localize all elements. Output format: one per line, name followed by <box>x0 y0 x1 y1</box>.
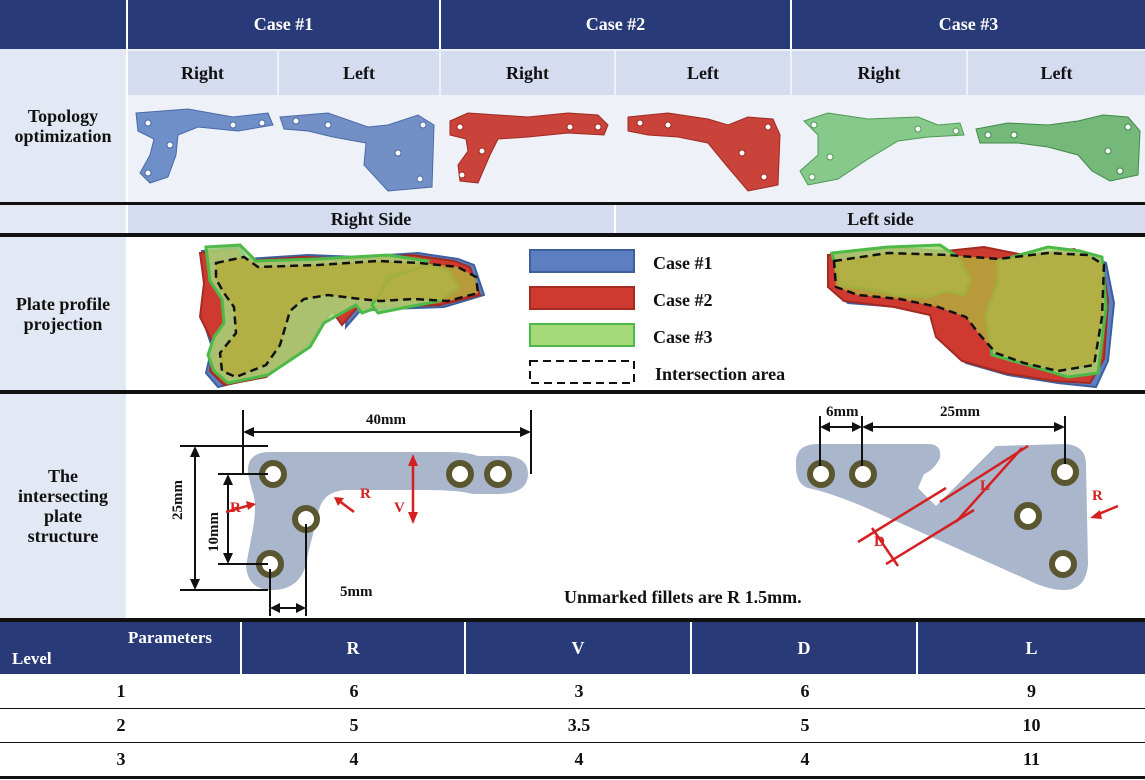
side-left-2: Left <box>616 51 790 95</box>
case3-left-topology <box>975 114 1141 182</box>
case1-right-topology <box>135 108 274 184</box>
dim-40mm: 40mm <box>366 412 406 428</box>
side-right-2: Right <box>441 51 614 95</box>
left-side-header: Left side <box>616 205 1145 233</box>
dim-5mm: 5mm <box>340 584 373 600</box>
legend-label-case3: Case #3 <box>653 327 713 347</box>
col-header-v: V <box>466 622 690 674</box>
value-l: 11 <box>1022 748 1040 769</box>
divider <box>240 622 242 674</box>
side-right-1: Right <box>128 51 277 95</box>
value-d: 6 <box>800 680 810 701</box>
side-left-3: Left <box>968 51 1145 95</box>
table-corner-diagonal <box>0 622 240 674</box>
case-3-header: Case #3 <box>792 0 1145 49</box>
table-row: 2 5 3.5 5 10 <box>0 708 1145 743</box>
profile-projection <box>198 243 1116 389</box>
value-v: 3 <box>574 680 584 701</box>
col-header-d: D <box>692 622 916 674</box>
legend-swatch-case1 <box>529 249 635 273</box>
value-l: 10 <box>1022 714 1041 735</box>
col-header-r: R <box>242 622 464 674</box>
left-projection <box>827 243 1116 389</box>
sidebar-blank <box>0 205 126 233</box>
right-plate <box>796 416 1119 590</box>
value-r: 6 <box>349 680 359 701</box>
rule <box>0 202 1145 205</box>
level-cell: 1 <box>116 680 126 701</box>
table-corner-parameters: Parameters <box>128 628 213 647</box>
legend-label-case2: Case #2 <box>653 290 713 310</box>
projection-legend <box>529 249 635 384</box>
rule <box>0 776 1145 779</box>
table-row: 3 4 4 4 11 <box>0 742 1145 776</box>
legend-swatch-intersection <box>529 360 635 384</box>
divider <box>439 0 441 49</box>
plate-structure-drawing <box>180 410 1119 616</box>
level-cell: 3 <box>116 748 126 769</box>
table-corner-level: Level <box>12 649 52 668</box>
case-2-header: Case #2 <box>441 0 790 49</box>
right-side-header: Right Side <box>128 205 614 233</box>
table-row: 1 6 3 6 9 <box>0 674 1145 709</box>
label-r-2: R <box>360 486 371 502</box>
value-d: 4 <box>800 748 810 769</box>
case3-right-topology <box>799 112 965 186</box>
divider <box>790 0 792 49</box>
dim-25mm-right: 25mm <box>940 404 980 420</box>
label-v: V <box>394 500 405 516</box>
value-v: 4 <box>574 748 584 769</box>
header-corner <box>0 0 126 49</box>
divider <box>690 622 692 674</box>
label-d: D <box>874 534 885 550</box>
label-l: L <box>980 478 991 494</box>
legend-swatch-case2 <box>529 286 635 310</box>
level-cell: 2 <box>116 714 126 735</box>
case1-left-topology <box>279 112 435 192</box>
left-plate <box>180 410 532 616</box>
value-l: 9 <box>1027 680 1036 701</box>
value-r: 4 <box>349 748 359 769</box>
col-header-l: L <box>918 622 1145 674</box>
dim-6mm: 6mm <box>826 404 859 420</box>
case2-right-topology <box>449 112 609 184</box>
divider <box>916 622 918 674</box>
value-v: 3.5 <box>567 714 591 735</box>
side-left-1: Left <box>279 51 439 95</box>
rule <box>0 390 1145 394</box>
legend-label-intersection: Intersection area <box>655 364 786 384</box>
legend-label-case1: Case #1 <box>653 253 713 273</box>
dim-25mm-left: 25mm <box>170 480 186 520</box>
label-r-1: R <box>230 500 241 516</box>
dim-10mm: 10mm <box>206 512 222 552</box>
row-label-structure: The intersecting plate structure <box>0 394 126 618</box>
legend-swatch-case3 <box>529 323 635 347</box>
value-r: 5 <box>349 714 359 735</box>
case2-left-topology <box>627 112 781 192</box>
topology-shapes <box>135 108 1141 192</box>
fillet-note: Unmarked fillets are R 1.5mm. <box>564 587 802 607</box>
rule <box>0 618 1145 622</box>
label-r-3: R <box>1092 488 1103 504</box>
value-d: 5 <box>800 714 810 735</box>
divider <box>126 0 128 49</box>
row-label-profile: Plate profile projection <box>0 237 126 390</box>
row-label-topology: Topology optimization <box>0 49 126 202</box>
divider <box>464 622 466 674</box>
row-label-structure-text: The intersecting plate structure <box>18 466 108 546</box>
case-1-header: Case #1 <box>128 0 439 49</box>
rule <box>0 233 1145 237</box>
side-right-3: Right <box>792 51 966 95</box>
right-projection <box>198 243 486 389</box>
